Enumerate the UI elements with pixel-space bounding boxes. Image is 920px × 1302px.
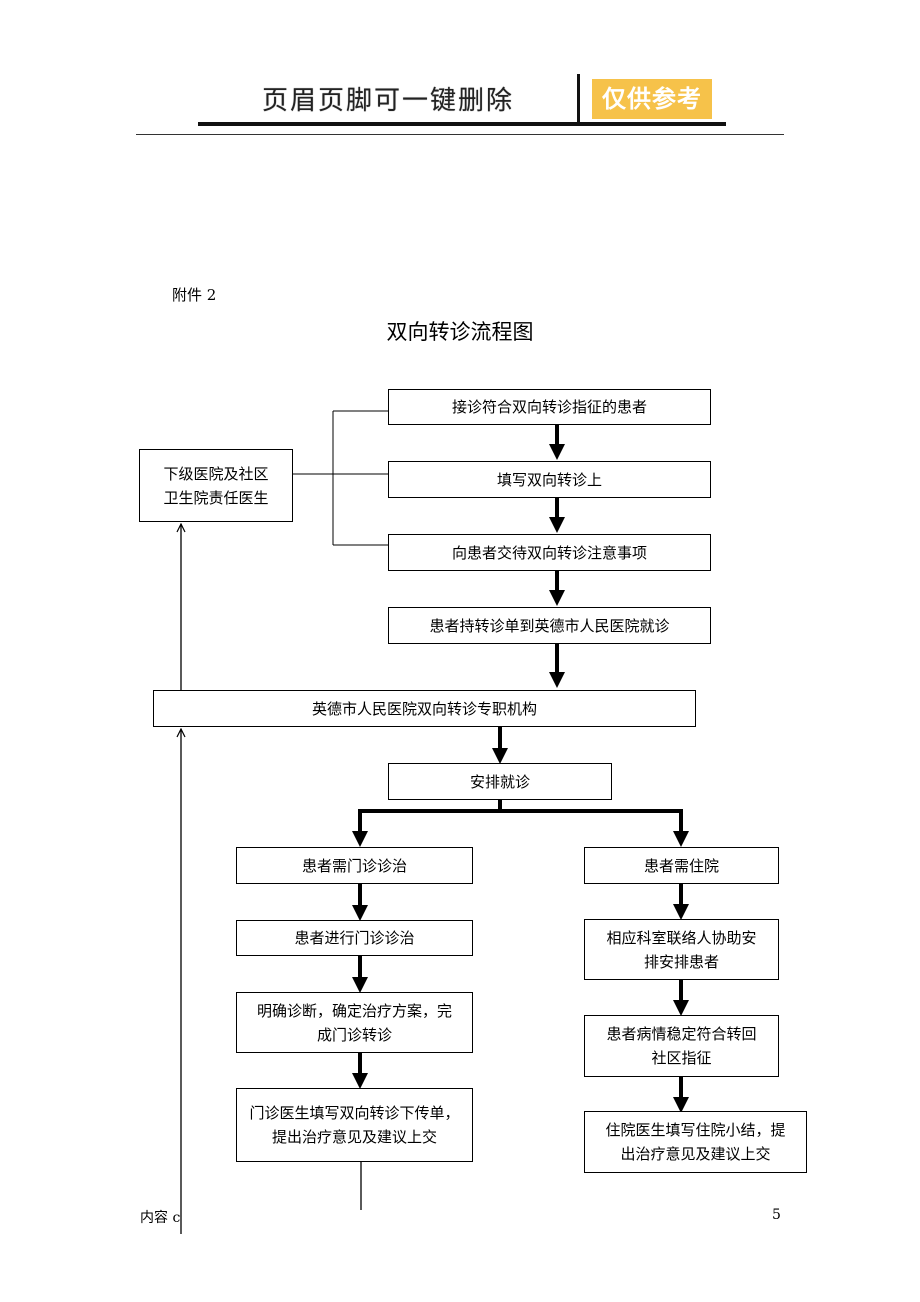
inpatient-arrange-box: 相应科室联络人协助安 排安排患者 bbox=[584, 919, 779, 980]
explain-notes-box: 向患者交待双向转诊注意事项 bbox=[388, 534, 711, 571]
inpatient-need-box: 患者需住院 bbox=[584, 847, 779, 884]
return-lines bbox=[181, 524, 362, 1234]
banner-underline bbox=[198, 122, 726, 126]
header-rule bbox=[136, 134, 784, 135]
go-to-hospital-label: 患者持转诊单到英德市人民医院就诊 bbox=[429, 616, 670, 635]
outpatient-need-box: 患者需门诊诊治 bbox=[236, 847, 473, 884]
header-banner-text: 页眉页脚可一键删除 bbox=[262, 86, 515, 116]
arrange-visit-box: 安排就诊 bbox=[388, 763, 612, 800]
inpatient-summary-line-1: 住院医生填写住院小结，提 bbox=[605, 1121, 786, 1139]
receive-patient-box: 接诊符合双向转诊指征的患者 bbox=[388, 389, 711, 425]
outpatient-treatment-box: 患者进行门诊诊治 bbox=[236, 920, 473, 956]
referral-office-label: 英德市人民医院双向转诊专职机构 bbox=[311, 699, 537, 718]
document-title: 双向转诊流程图 bbox=[386, 320, 534, 344]
outpatient-need-label: 患者需门诊诊治 bbox=[301, 856, 407, 875]
inpatient-stable-line-2: 社区指征 bbox=[651, 1049, 712, 1067]
outpatient-referral-form-line-2: 提出治疗意见及建议上交 bbox=[271, 1128, 437, 1146]
explain-notes-label: 向患者交待双向转诊注意事项 bbox=[451, 543, 647, 562]
outpatient-diagnosis-line-2: 成门诊转诊 bbox=[316, 1025, 392, 1044]
community-doctor-line-2: 卫生院责任医生 bbox=[163, 488, 269, 507]
community-bracket bbox=[292, 410, 388, 546]
community-doctor-line-1: 下级医院及社区 bbox=[163, 464, 269, 483]
inpatient-summary-box: 住院医生填写住院小结，提 出治疗意见及建议上交 bbox=[584, 1111, 807, 1173]
arrange-visit-label: 安排就诊 bbox=[469, 772, 530, 791]
community-doctor-box: 下级医院及社区 卫生院责任医生 bbox=[139, 449, 293, 522]
outpatient-treatment-label: 患者进行门诊诊治 bbox=[294, 929, 415, 947]
main-arrows bbox=[352, 424, 689, 847]
outpatient-referral-form-line-1: 门诊医生填写双向转诊下传单， bbox=[249, 1104, 460, 1122]
fill-form-label: 填写双向转诊上 bbox=[496, 470, 602, 489]
attachment-label: 附件 2 bbox=[172, 286, 217, 304]
inpatient-arrange-line-1: 相应科室联络人协助安 bbox=[606, 928, 757, 947]
inpatient-stable-line-1: 患者病情稳定符合转回 bbox=[606, 1025, 757, 1043]
receive-patient-label: 接诊符合双向转诊指征的患者 bbox=[451, 398, 647, 416]
inpatient-summary-line-2: 出治疗意见及建议上交 bbox=[620, 1145, 771, 1163]
outpatient-referral-form-box: 门诊医生填写双向转诊下传单， 提出治疗意见及建议上交 bbox=[236, 1088, 473, 1162]
referral-office-box: 英德市人民医院双向转诊专职机构 bbox=[153, 690, 696, 727]
inpatient-stable-box: 患者病情稳定符合转回 社区指征 bbox=[584, 1015, 779, 1077]
banner-divider bbox=[577, 74, 580, 124]
go-to-hospital-box: 患者持转诊单到英德市人民医院就诊 bbox=[388, 607, 711, 644]
outpatient-diagnosis-box: 明确诊断，确定治疗方案，完 成门诊转诊 bbox=[236, 992, 473, 1053]
inpatient-need-label: 患者需住院 bbox=[643, 856, 719, 875]
inpatient-arrange-line-2: 排安排患者 bbox=[643, 952, 719, 971]
fill-form-box: 填写双向转诊上 bbox=[388, 461, 711, 498]
page-number: 5 bbox=[772, 1207, 781, 1223]
reference-only-badge: 仅供参考 bbox=[592, 79, 712, 119]
footer-content-label: 内容 c bbox=[140, 1210, 181, 1226]
outpatient-diagnosis-line-1: 明确诊断，确定治疗方案，完 bbox=[256, 1001, 452, 1020]
